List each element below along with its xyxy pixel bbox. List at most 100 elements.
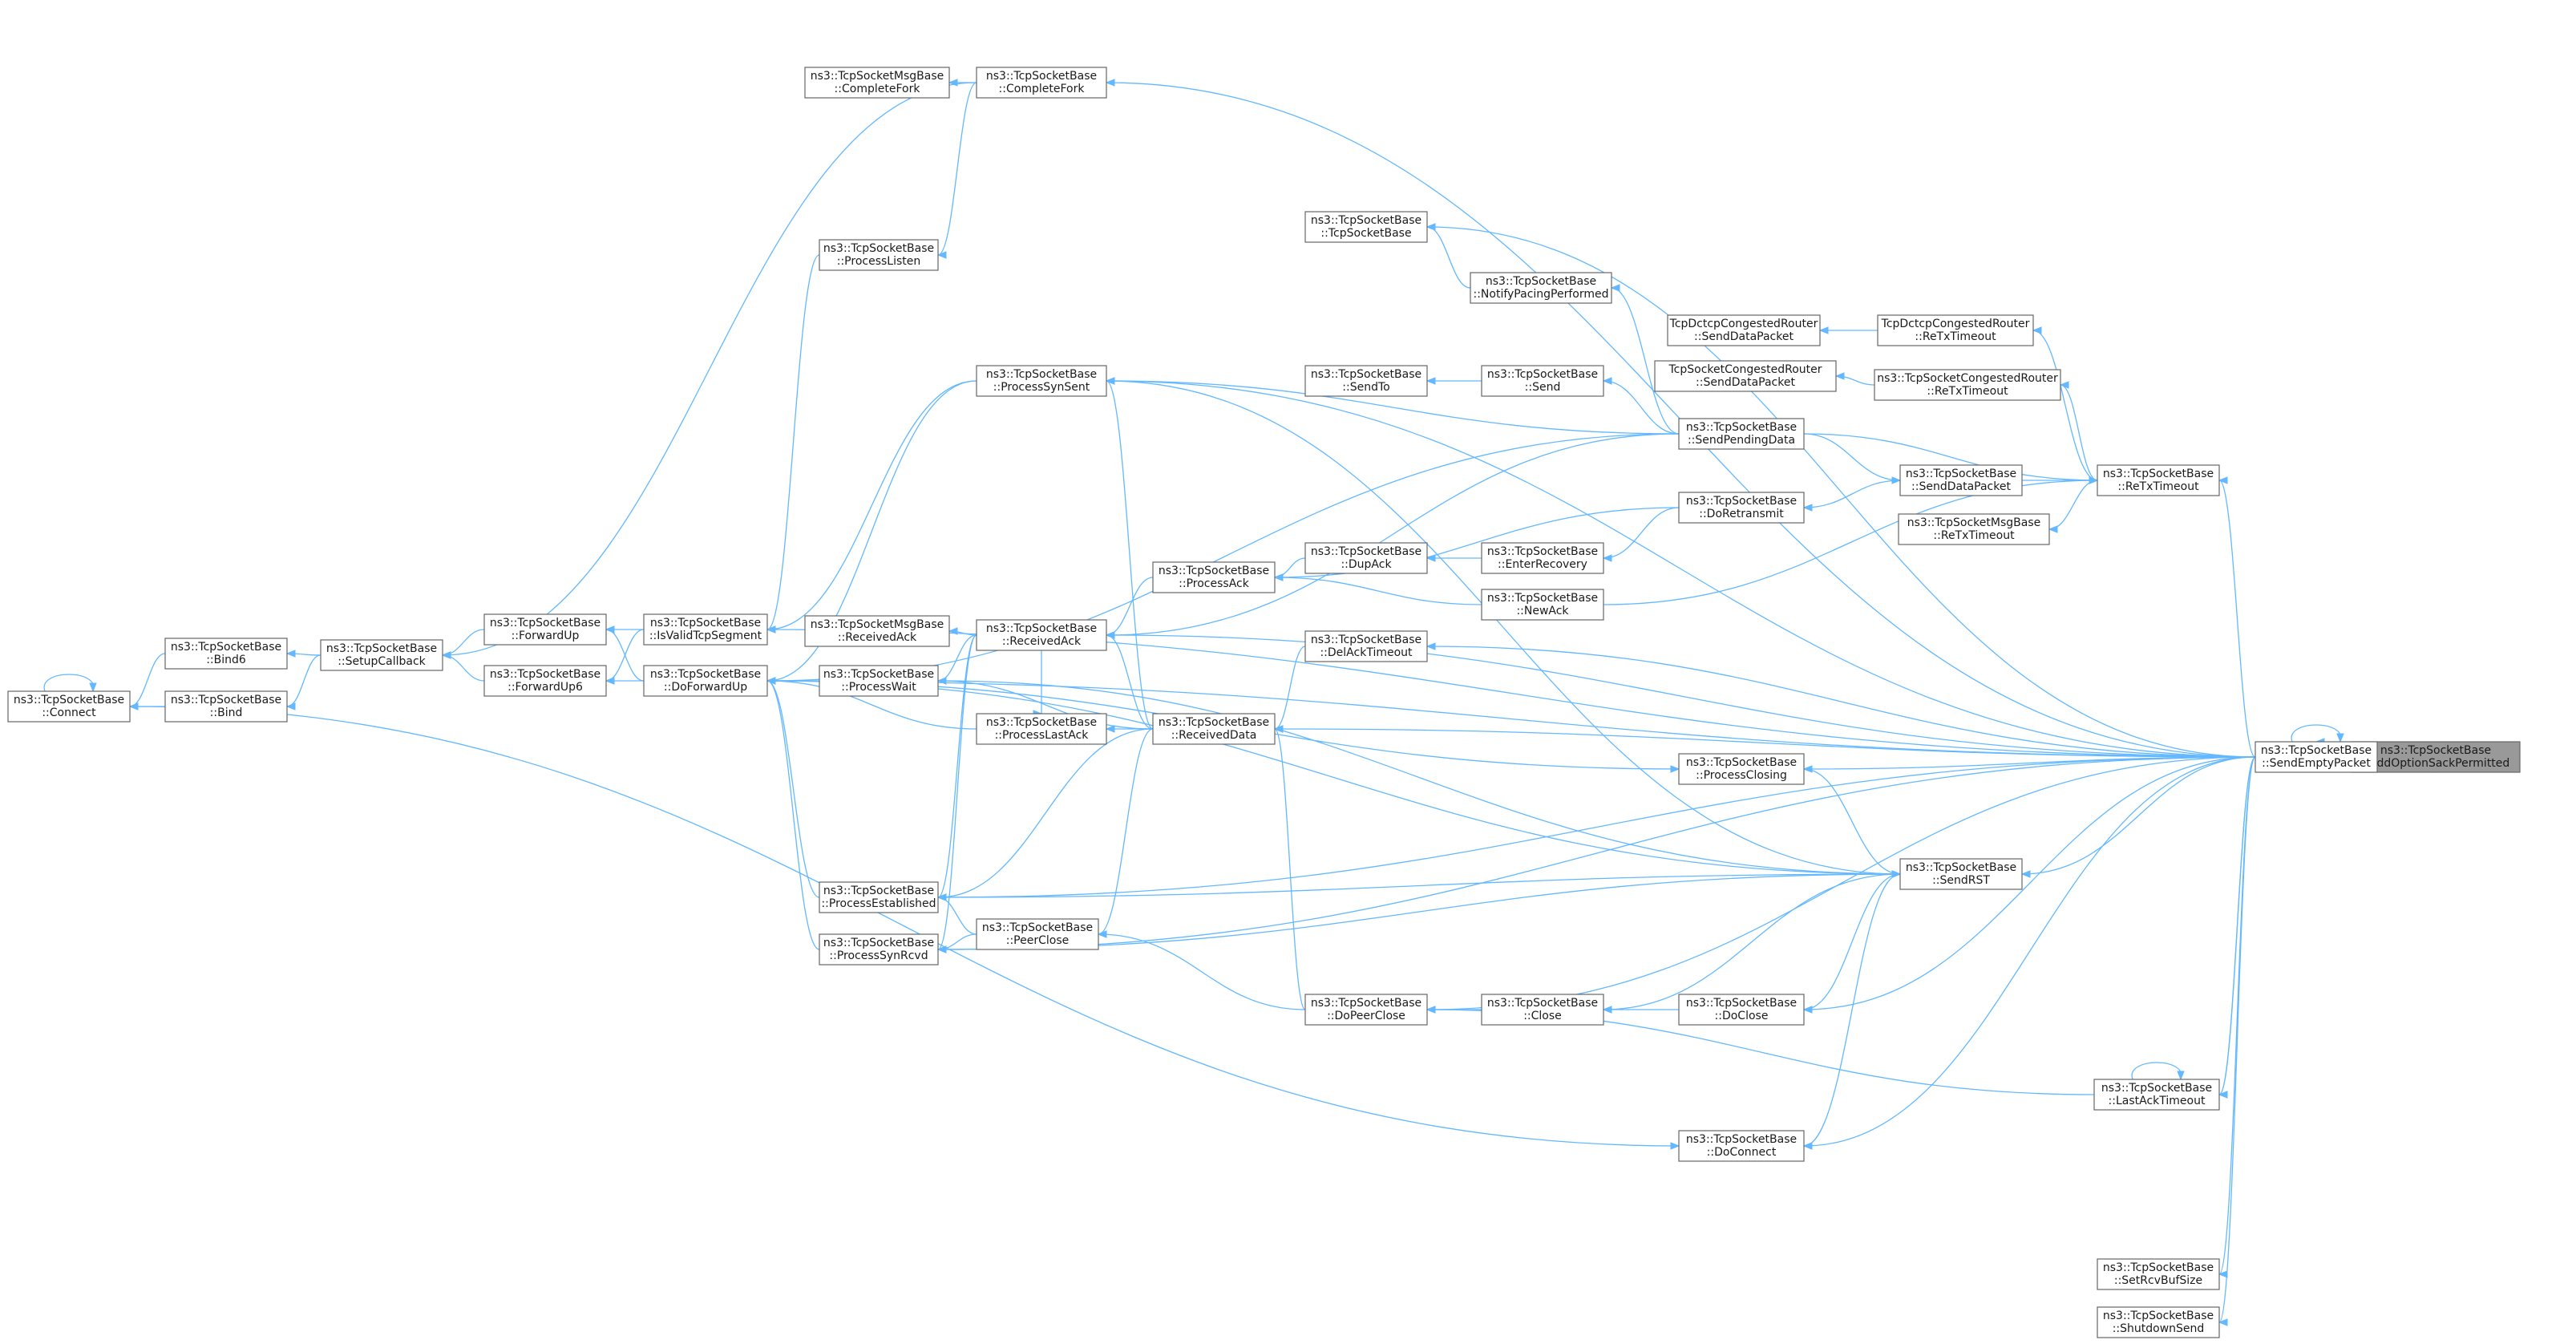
- node-congested-retx-timeout[interactable]: ns3::TcpSocketCongestedRouter::ReTxTimeo…: [1874, 369, 2061, 401]
- node-process-syn-rcvd-label-2: ::ProcessSynRcvd: [829, 949, 928, 962]
- node-process-established[interactable]: ns3::TcpSocketBase::ProcessEstablished: [819, 881, 939, 913]
- node-notify-pacing-performed[interactable]: ns3::TcpSocketBase::NotifyPacingPerforme…: [1470, 272, 1612, 304]
- node-do-connect[interactable]: ns3::TcpSocketBase::DoConnect: [1678, 1130, 1805, 1162]
- node-received-ack[interactable]: ns3::TcpSocketBase::ReceivedAck: [976, 619, 1107, 651]
- node-close[interactable]: ns3::TcpSocketBase::Close: [1481, 994, 1604, 1026]
- node-set-rcv-buf-size[interactable]: ns3::TcpSocketBase::SetRcvBufSize: [2097, 1258, 2220, 1290]
- node-bind6[interactable]: ns3::TcpSocketBase::Bind6: [164, 638, 288, 670]
- node-dctcp-retx-timeout-label-2: ::ReTxTimeout: [1915, 330, 1996, 343]
- node-new-ack-label-1: ns3::TcpSocketBase: [1487, 592, 1598, 605]
- edge-close-sendrst: [1602, 873, 1901, 1014]
- node-process-syn-rcvd[interactable]: ns3::TcpSocketBase::ProcessSynRcvd: [819, 933, 939, 965]
- node-process-last-ack[interactable]: ns3::TcpSocketBase::ProcessLastAck: [976, 713, 1107, 745]
- node-send-data-packet-label-2: ::SendDataPacket: [1911, 480, 2011, 493]
- node-msgbase-retx-timeout-label-2: ::ReTxTimeout: [1933, 529, 2015, 542]
- node-is-valid-tcp-segment-label-2: ::IsValidTcpSegment: [649, 629, 762, 642]
- node-process-closing[interactable]: ns3::TcpSocketBase::ProcessClosing: [1678, 753, 1805, 785]
- node-peer-close[interactable]: ns3::TcpSocketBase::PeerClose: [976, 918, 1099, 950]
- edge-recvack-pack: [1105, 577, 1154, 639]
- node-send[interactable]: ns3::TcpSocketBase::Send: [1481, 365, 1604, 397]
- node-do-peer-close-label-2: ::DoPeerClose: [1327, 1010, 1405, 1022]
- node-received-data-label-2: ::ReceivedData: [1171, 729, 1257, 742]
- node-send-to[interactable]: ns3::TcpSocketBase::SendTo: [1304, 365, 1428, 397]
- node-process-ack[interactable]: ns3::TcpSocketBase::ProcessAck: [1152, 561, 1276, 593]
- node-process-syn-sent[interactable]: ns3::TcpSocketBase::ProcessSynSent: [976, 365, 1107, 397]
- node-connect[interactable]: ns3::TcpSocketBase::Connect: [7, 690, 131, 723]
- node-process-ack-label-2: ::ProcessAck: [1179, 577, 1250, 590]
- node-shutdown-send[interactable]: ns3::TcpSocketBase::ShutdownSend: [2097, 1306, 2220, 1338]
- node-bind[interactable]: ns3::TcpSocketBase::Bind: [164, 690, 288, 723]
- node-dup-ack[interactable]: ns3::TcpSocketBase::DupAck: [1304, 542, 1428, 574]
- node-send-to-label-1: ns3::TcpSocketBase: [1311, 368, 1421, 381]
- node-retx-timeout-label-2: ::ReTxTimeout: [2117, 480, 2199, 493]
- node-send-empty-packet[interactable]: ns3::TcpSocketBase::SendEmptyPacket: [2255, 741, 2378, 773]
- node-dctcp-send-data-packet-label-2: ::SendDataPacket: [1694, 330, 1793, 343]
- node-msgbase-received-ack-label-2: ::ReceivedAck: [838, 631, 917, 644]
- node-send-rst[interactable]: ns3::TcpSocketBase::SendRST: [1899, 858, 2023, 890]
- node-complete-fork[interactable]: ns3::TcpSocketBase::CompleteFork: [976, 67, 1107, 99]
- node-msgbase-retx-timeout[interactable]: ns3::TcpSocketMsgBase::ReTxTimeout: [1898, 513, 2050, 545]
- edge-connect-bind6: [128, 653, 166, 710]
- node-do-retransmit[interactable]: ns3::TcpSocketBase::DoRetransmit: [1678, 492, 1805, 524]
- node-setup-callback[interactable]: ns3::TcpSocketBase::SetupCallback: [320, 639, 443, 671]
- node-dctcp-retx-timeout-label-1: TcpDctcpCongestedRouter: [1881, 318, 2030, 330]
- node-retx-timeout-label-1: ns3::TcpSocketBase: [2103, 468, 2214, 480]
- edge-setupcb-fwdup6: [441, 651, 485, 682]
- edge-plastack-recvack: [1033, 650, 1043, 718]
- node-peer-close-label-1: ns3::TcpSocketBase: [982, 921, 1093, 934]
- node-msgbase-complete-fork[interactable]: ns3::TcpSocketMsgBase::CompleteFork: [804, 67, 950, 99]
- node-send-to-label-2: ::SendTo: [1342, 381, 1389, 394]
- node-last-ack-timeout[interactable]: ns3::TcpSocketBase::LastAckTimeout: [2093, 1079, 2220, 1111]
- node-dup-ack-label-1: ns3::TcpSocketBase: [1311, 545, 1421, 558]
- node-process-established-label-2: ::ProcessEstablished: [821, 897, 936, 910]
- node-do-forward-up-label-1: ns3::TcpSocketBase: [650, 668, 761, 681]
- node-process-listen[interactable]: ns3::TcpSocketBase::ProcessListen: [819, 239, 939, 271]
- node-send-data-packet-label-1: ns3::TcpSocketBase: [1906, 468, 2016, 480]
- node-is-valid-tcp-segment[interactable]: ns3::TcpSocketBase::IsValidTcpSegment: [643, 613, 768, 646]
- node-bind-label-1: ns3::TcpSocketBase: [171, 694, 281, 706]
- node-add-option-sack-permitted[interactable]: ns3::TcpSocketBase::AddOptionSackPermitt…: [2351, 741, 2521, 773]
- node-peer-close-label-2: ::PeerClose: [1006, 934, 1070, 947]
- node-enter-recovery[interactable]: ns3::TcpSocketBase::EnterRecovery: [1481, 542, 1604, 574]
- node-do-peer-close[interactable]: ns3::TcpSocketBase::DoPeerClose: [1304, 994, 1428, 1026]
- edge-isvalid-psynsent: [766, 380, 977, 634]
- edge-sendrst-sep: [2020, 756, 2256, 878]
- node-process-last-ack-label-1: ns3::TcpSocketBase: [986, 716, 1097, 729]
- node-do-retransmit-label-2: ::DoRetransmit: [1699, 508, 1784, 520]
- node-do-peer-close-label-1: ns3::TcpSocketBase: [1311, 997, 1421, 1010]
- node-msgbase-received-ack[interactable]: ns3::TcpSocketMsgBase::ReceivedAck: [804, 615, 950, 647]
- edge-bind6-setupcb: [285, 650, 321, 658]
- node-congested-retx-timeout-label-1: ns3::TcpSocketCongestedRouter: [1877, 372, 2058, 385]
- edge-peerclose-recvdata: [1097, 728, 1154, 938]
- node-tcp-socket-base[interactable]: ns3::TcpSocketBase::TcpSocketBase: [1304, 211, 1428, 243]
- node-process-wait-label-2: ::ProcessWait: [841, 681, 916, 694]
- node-dctcp-send-data-packet[interactable]: TcpDctcpCongestedRouter::SendDataPacket: [1667, 314, 1821, 346]
- edge-sep-sep: [2291, 724, 2344, 743]
- node-send-data-packet[interactable]: ns3::TcpSocketBase::SendDataPacket: [1899, 464, 2023, 496]
- node-process-wait[interactable]: ns3::TcpSocketBase::ProcessWait: [819, 665, 939, 697]
- edge-congrtx-rtx: [2059, 381, 2098, 481]
- edge-shutdownsend-sep: [2218, 756, 2256, 1326]
- edge-pest-peerclose: [936, 893, 977, 935]
- node-do-retransmit-label-1: ns3::TcpSocketBase: [1686, 495, 1797, 508]
- node-received-data[interactable]: ns3::TcpSocketBase::ReceivedData: [1152, 713, 1276, 745]
- node-del-ack-timeout[interactable]: ns3::TcpSocketBase::DelAckTimeout: [1304, 630, 1428, 662]
- node-congested-send-data-packet[interactable]: TcpSocketCongestedRouter::SendDataPacket: [1654, 360, 1837, 392]
- node-do-close[interactable]: ns3::TcpSocketBase::DoClose: [1678, 994, 1805, 1026]
- edge-dupack-enterrec: [1425, 554, 1482, 562]
- node-dctcp-retx-timeout[interactable]: TcpDctcpCongestedRouter::ReTxTimeout: [1877, 314, 2034, 346]
- node-close-label-1: ns3::TcpSocketBase: [1487, 997, 1598, 1010]
- edge-dctcprtx-rtx: [2032, 326, 2098, 481]
- node-send-pending-data-label-1: ns3::TcpSocketBase: [1686, 421, 1797, 434]
- edge-connect-connect: [43, 674, 97, 693]
- node-new-ack[interactable]: ns3::TcpSocketBase::NewAck: [1481, 589, 1604, 621]
- node-forward-up[interactable]: ns3::TcpSocketBase::ForwardUp: [483, 613, 607, 646]
- node-retx-timeout[interactable]: ns3::TcpSocketBase::ReTxTimeout: [2097, 464, 2220, 496]
- node-send-pending-data[interactable]: ns3::TcpSocketBase::SendPendingData: [1678, 418, 1805, 450]
- node-congested-retx-timeout-label-2: ::ReTxTimeout: [1927, 385, 2008, 398]
- node-shutdown-send-label-2: ::ShutdownSend: [2113, 1322, 2205, 1335]
- node-forward-up6[interactable]: ns3::TcpSocketBase::ForwardUp6: [483, 665, 607, 697]
- node-forward-up6-label-1: ns3::TcpSocketBase: [490, 668, 601, 681]
- node-do-forward-up[interactable]: ns3::TcpSocketBase::DoForwardUp: [643, 665, 768, 697]
- edge-recvack-recvdata: [1105, 631, 1154, 730]
